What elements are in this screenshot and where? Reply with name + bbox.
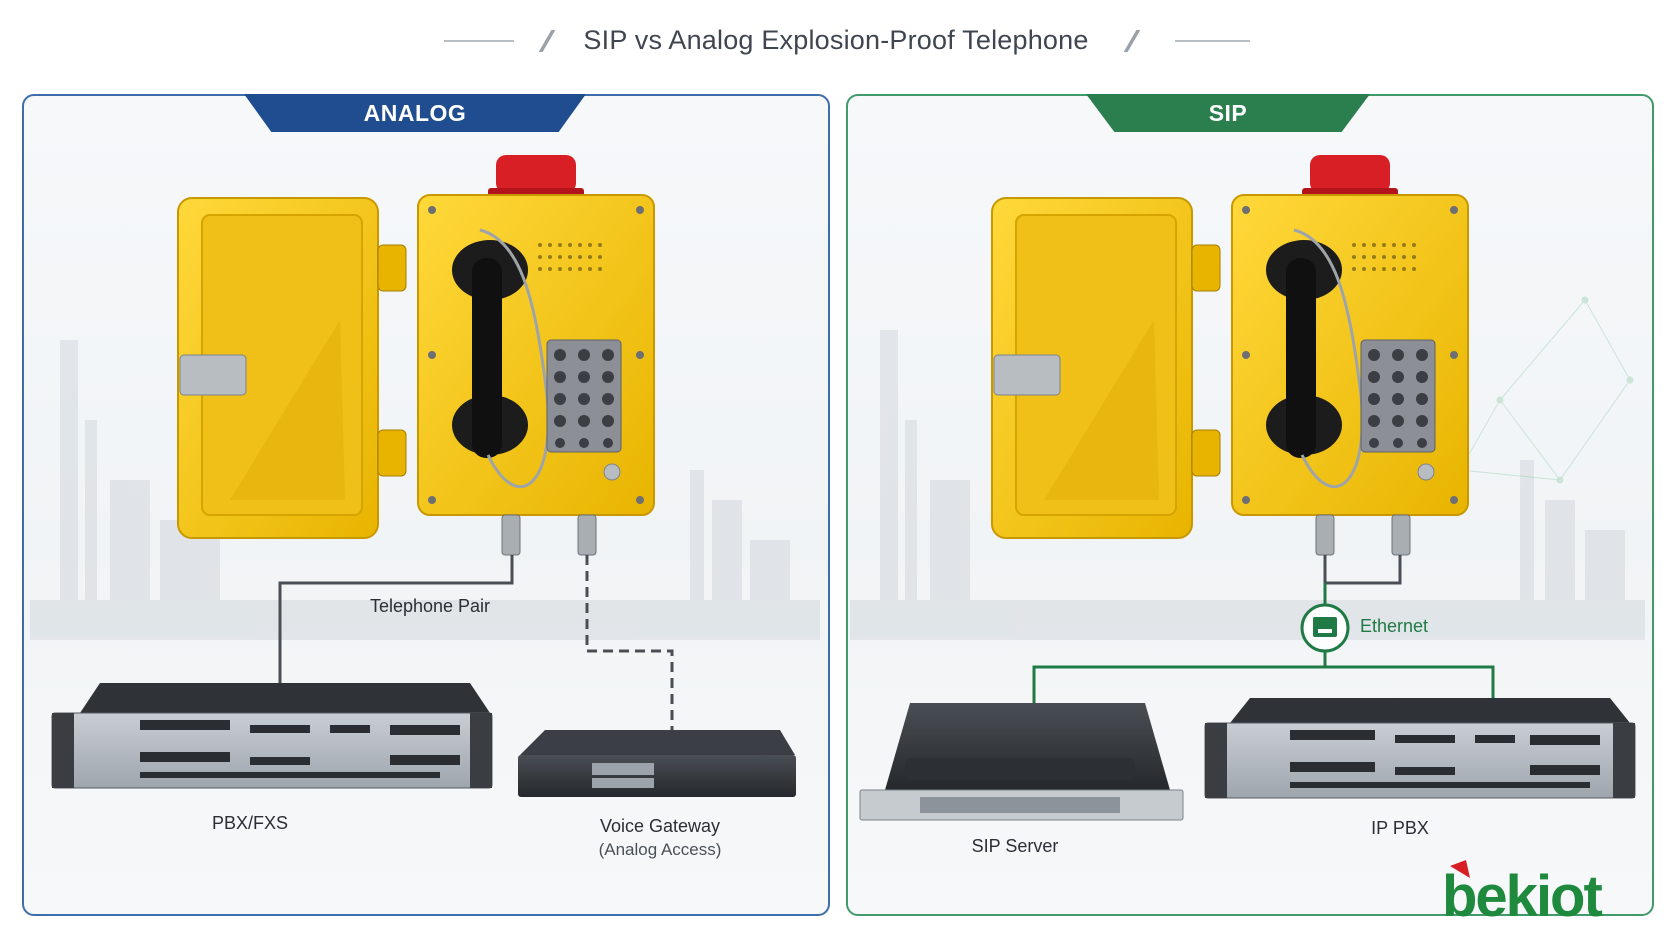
keypad-icon xyxy=(1360,339,1436,453)
skyline-sip xyxy=(850,330,1645,640)
bekiot-logo: bekiot xyxy=(1436,858,1646,928)
voice-gateway-wire xyxy=(585,555,674,730)
ip-pbx-label: IP PBX xyxy=(1371,818,1429,838)
ethernet-wire-phone xyxy=(1323,555,1402,585)
telephone-pair-label: Telephone Pair xyxy=(369,596,491,616)
title-decoration-left xyxy=(444,40,514,42)
page-title: SIP vs Analog Explosion-Proof Telephone xyxy=(583,25,1089,55)
voice-gateway-sublabel: (Analog Access) xyxy=(598,840,722,859)
tab-sip: SIP xyxy=(1086,94,1370,132)
ip-pbx-device xyxy=(1204,698,1636,799)
beacon-icon xyxy=(488,155,584,198)
keypad-icon xyxy=(546,339,622,453)
voice-gateway-label: Voice Gateway xyxy=(599,816,721,836)
voice-gateway-device xyxy=(518,730,796,797)
beacon-icon xyxy=(1302,155,1398,198)
pbx-fxs-label: PBX/FXS xyxy=(211,813,289,833)
pbx-fxs-device xyxy=(51,683,493,789)
network-mesh xyxy=(1456,296,1634,484)
skyline-analog xyxy=(30,340,820,640)
title-decoration-right xyxy=(1175,40,1250,42)
handset-icon xyxy=(1266,228,1364,489)
analog-phone xyxy=(177,155,655,556)
ethernet-port-icon xyxy=(1300,603,1350,653)
svg-text:bekiot: bekiot xyxy=(1442,864,1602,928)
sip-phone xyxy=(991,155,1469,556)
sip-server-device xyxy=(859,703,1184,821)
ethernet-label: Ethernet xyxy=(1360,616,1429,636)
telephone-pair-wire xyxy=(278,555,514,683)
sip-server-label: SIP Server xyxy=(971,836,1059,856)
ethernet-wire-network xyxy=(1032,651,1327,703)
tab-analog: ANALOG xyxy=(244,94,586,132)
handset-icon xyxy=(452,228,550,489)
